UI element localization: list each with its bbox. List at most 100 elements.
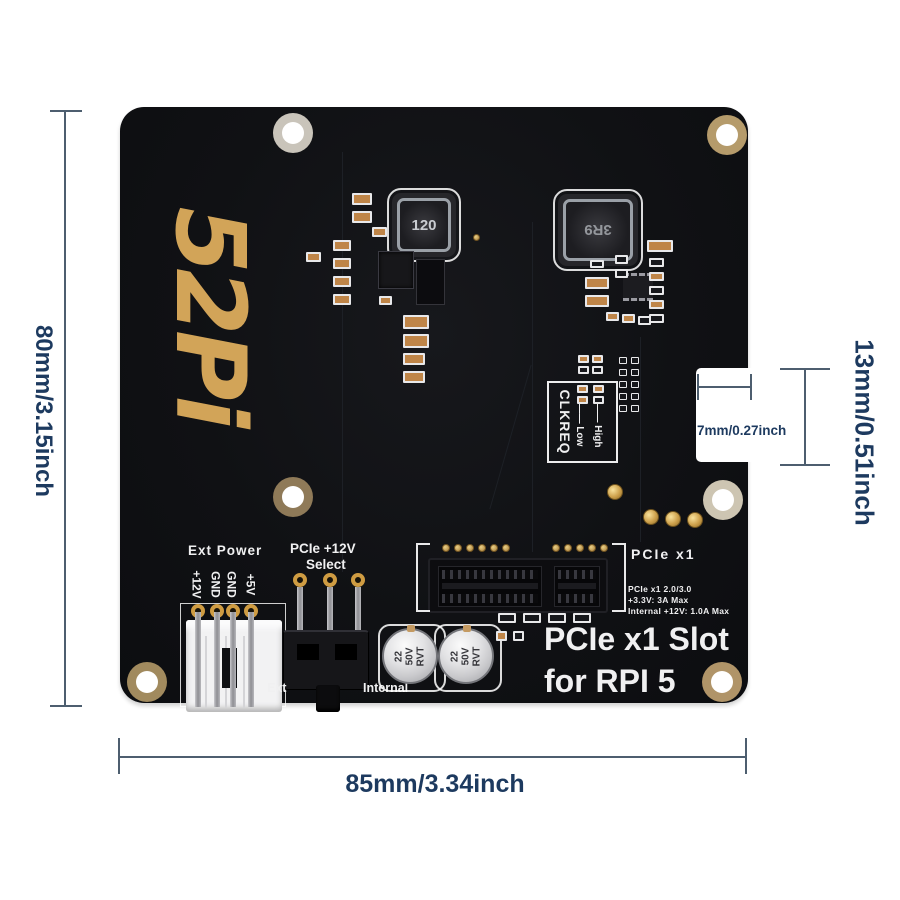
smd-passive [578, 366, 589, 374]
smd-passive [403, 353, 425, 365]
inductor-120: 120 [387, 188, 461, 262]
smd-passive [615, 255, 628, 264]
silkscreen-select-2: Select [306, 557, 346, 572]
smd-chip [416, 259, 445, 305]
dimension-line-width [119, 756, 747, 758]
dimension-tick [697, 374, 699, 400]
switch-pin [355, 587, 361, 631]
solder-pad [600, 544, 608, 552]
connector-pin [214, 612, 220, 707]
smd-passive [379, 296, 392, 305]
switch-knob [316, 685, 340, 712]
capacitor-label: RVT [471, 646, 483, 667]
smd-passive [649, 258, 664, 267]
smd-passive [577, 385, 588, 393]
solder-pad [552, 544, 560, 552]
clkreq-jumper-box [547, 381, 618, 463]
mounting-hole [702, 662, 742, 702]
solder-pad [478, 544, 486, 552]
smd-passive [498, 613, 516, 623]
silkscreen-spec-3: Internal +12V: 1.0A Max [628, 606, 730, 616]
dimension-label-notch-depth: 7mm/0.27inch [697, 423, 787, 438]
smd-passive [592, 355, 603, 363]
smd-passive [496, 631, 507, 641]
dimension-label-width: 85mm/3.34inch [345, 770, 525, 798]
smd-passive [577, 396, 588, 404]
pcb-trace [532, 222, 533, 552]
slot-bracket-right [612, 543, 626, 612]
smd-passive [619, 381, 627, 388]
silkscreen-spec-2: +3.3V: 3A Max [628, 595, 689, 605]
silkscreen-pcie-x1: PCIe x1 [631, 546, 696, 562]
smd-passive [593, 396, 604, 404]
capacitor-label: 50V [404, 647, 416, 666]
pogo-pin [643, 509, 659, 525]
solder-pad [466, 544, 474, 552]
smd-passive [548, 613, 566, 623]
switch-pin [327, 587, 333, 631]
fiducial-dot [473, 234, 480, 241]
smd-passive [352, 211, 372, 223]
silkscreen-ext: Ext [267, 681, 287, 695]
solder-pad [588, 544, 596, 552]
smd-passive [352, 193, 372, 205]
solder-pad [502, 544, 510, 552]
dimension-tick [780, 464, 830, 466]
smd-passive [573, 613, 591, 623]
smd-passive [333, 276, 351, 287]
dimension-tick [780, 368, 830, 370]
silkscreen-clkreq-low: —— Low [574, 403, 585, 447]
board-title-line1: PCIe x1 Slot [544, 621, 729, 657]
dimension-tick [118, 738, 120, 774]
dimension-label-notch-height: 13mm/0.51inch [849, 339, 880, 526]
smd-passive [592, 366, 603, 374]
smd-passive [403, 315, 429, 329]
connector-pin [248, 612, 254, 707]
dimension-line-notch-height [804, 369, 806, 466]
capacitor-label: 50V [460, 647, 472, 666]
smd-passive [523, 613, 541, 623]
board-title-line2: for RPI 5 [544, 663, 676, 699]
soic-ic [623, 273, 653, 301]
slot-bracket-left [416, 543, 430, 612]
dimension-tick [50, 110, 82, 112]
smd-passive [606, 312, 619, 321]
smd-passive [649, 286, 664, 295]
dimension-label-height: 80mm/3.15inch [30, 324, 57, 498]
inductor-3r9: 3R9 [553, 189, 643, 271]
dimension-tick [745, 738, 747, 774]
pcb-trace [640, 337, 641, 542]
capacitor-label: 22 [393, 650, 405, 663]
silkscreen-pin-gnd2: GND [224, 571, 239, 598]
smd-passive [513, 631, 524, 641]
smd-passive [649, 300, 664, 309]
through-hole-pad [323, 573, 337, 587]
solder-pad [564, 544, 572, 552]
smd-passive [578, 355, 589, 363]
qfn-ic [378, 251, 414, 289]
solder-pad [576, 544, 584, 552]
silkscreen-clkreq-high: —— High [592, 402, 603, 448]
mounting-hole [127, 662, 167, 702]
pogo-pin [607, 484, 623, 500]
smd-passive [372, 227, 387, 237]
smd-passive [631, 369, 639, 376]
pcie-slot [428, 558, 608, 613]
smd-passive [403, 334, 429, 348]
capacitor-label: RVT [415, 646, 427, 667]
capacitor-label: 22 [449, 650, 461, 663]
silkscreen-select-1: PCIe +12V [290, 541, 356, 556]
smd-passive [649, 272, 664, 281]
capacitor: 22 50V RVT [382, 625, 438, 684]
smd-passive [619, 393, 627, 400]
pogo-pin [687, 512, 703, 528]
pcb-board: 52Pi 120 3R9 CLKREQ —— High —— Low Ext P… [120, 107, 752, 712]
smd-passive [585, 277, 609, 289]
smd-passive [306, 252, 321, 262]
smd-passive [403, 371, 425, 383]
solder-pad [490, 544, 498, 552]
dimension-line-notch-depth [698, 386, 752, 388]
dimension-tick [50, 705, 82, 707]
mounting-hole [273, 477, 313, 517]
